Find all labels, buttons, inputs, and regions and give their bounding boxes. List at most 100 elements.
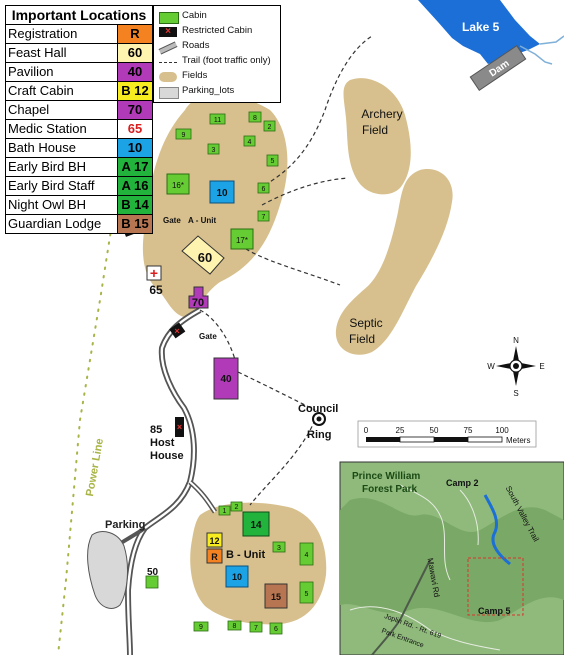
key-cabin-label: Cabin [182,10,207,21]
cabin-b7-label: 7 [254,625,258,632]
cabin-a7 [257,210,270,222]
host-house-number: 85 [150,424,162,436]
ring-label: Ring [307,429,331,441]
trail-archery [261,177,349,206]
cabin-b4-label: 4 [305,552,309,559]
compass-w: W [487,362,495,371]
early-bird-bh [230,228,254,250]
scale-bar: 0 25 50 75 100 Meters [357,420,537,448]
compass-rose: N S E W [487,336,544,398]
cabin-a9 [175,128,192,140]
legend-code: 40 [117,62,153,82]
legend-code: A 16 [117,176,153,196]
early-bird-staff-cabin [166,173,190,195]
cabin-a4 [243,135,256,147]
scale-tick-50: 50 [430,426,439,435]
road-to-b-unit-core [189,481,216,513]
archery-label: Archery [361,107,402,121]
archery-field [343,78,411,195]
craft-cabin-label: 12 [209,536,219,546]
cabin-b1-label: 1 [223,508,227,515]
inset-road [371,559,431,655]
a-unit-cabins: 9 11 8 2 3 4 5 6 7 [175,111,279,222]
legend-code: 70 [117,100,153,120]
legend-name: Guardian Lodge [5,214,118,234]
cabin-b3-label: 3 [277,545,281,552]
compass-e: E [539,362,544,371]
legend-code: 10 [117,138,153,158]
feast-hall [181,235,225,275]
cabin-a8 [248,111,262,123]
legend-name: Bath House [5,138,118,158]
field-b-unit [190,502,327,625]
power-line [57,77,151,655]
pavilion [213,357,239,400]
cabin-a9-label: 9 [182,132,186,139]
scale-tick-100: 100 [495,426,509,435]
cabin-b1 [218,505,231,516]
legend-name: Craft Cabin [5,81,118,101]
cabin-b8 [227,620,242,631]
scale-tick-25: 25 [396,426,405,435]
early-bird-staff-label: 16* [172,181,184,190]
legend-code: 65 [117,119,153,139]
key-road-label: Roads [182,40,210,51]
parking-lot [87,531,128,609]
host-house-label-1: Host [150,437,175,449]
early-bird-bh-label: 17* [236,236,248,245]
legend-name: Chapel [5,100,118,120]
inset-terrain [340,497,564,623]
cabin-b6-label: 6 [274,626,278,633]
scale-tick-0: 0 [364,426,369,435]
a-unit-label: A - Unit [188,216,216,225]
trail-key-icon [159,62,177,63]
cabin-b9 [193,621,209,632]
bath-house-b [225,565,249,588]
b-unit-cabins: 1 2 3 4 5 9 8 7 6 [193,501,314,635]
medic-station [146,265,162,281]
host-house-restricted: × [175,417,184,437]
registration-label: R [211,552,218,562]
key-field-label: Fields [182,70,208,81]
legend-name: Early Bird BH [5,157,118,177]
parking-label: Parking [105,519,145,531]
feast-hall-label: 60 [198,250,212,265]
cabin-a6-label: 6 [262,186,266,193]
scale-tick-75: 75 [464,426,473,435]
lake-label: Lake 5 [462,20,500,34]
guardian-lodge [264,583,288,609]
restricted-cabin-2: × [169,322,186,339]
archery-field-label: Field [362,123,388,137]
bath-house-a-label: 10 [216,188,228,199]
cabin-a8-label: 8 [253,115,257,122]
inset-camp5: Camp 5 [478,606,511,616]
host-house-label-2: House [150,450,184,462]
field-a-unit [142,93,288,318]
legend-code: A 17 [117,157,153,177]
inset-camp2: Camp 2 [446,478,479,488]
legend-code: B 15 [117,214,153,234]
cabin-a4-label: 4 [248,139,252,146]
restricted-x-icon: × [174,326,179,336]
inset-camp5-box [467,557,524,616]
lake-5 [418,0,540,64]
cabin-b2-label: 2 [235,504,239,511]
key-parking-label: Parking_lots [182,85,235,96]
cabin-b4 [299,542,314,566]
legend-code: 60 [117,43,153,63]
cabin-b5 [299,581,314,604]
cabin-a2-label: 2 [268,124,272,131]
craft-cabin [206,532,223,548]
inset-paths [349,484,501,651]
b-unit-label: B - Unit [226,549,265,561]
cabin-a5-label: 5 [271,158,275,165]
legend-name: Registration [5,24,118,44]
cabin-a5 [266,154,279,167]
